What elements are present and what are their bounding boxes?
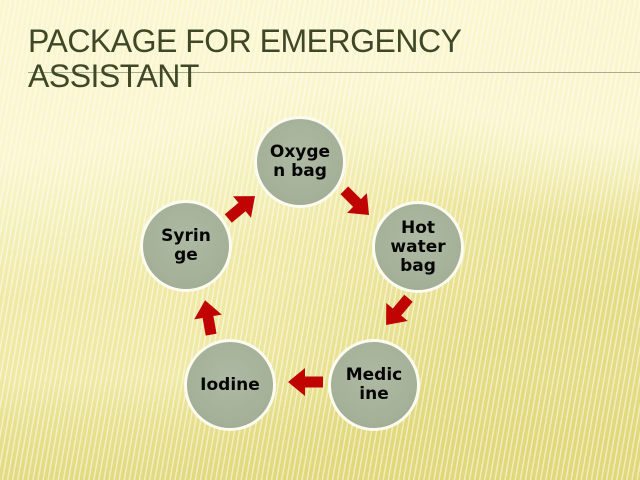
arrow-medicine-to-iodine-icon xyxy=(287,367,323,397)
arrow-syringe-to-oxygen-bag-icon xyxy=(219,184,266,230)
node-syringe: Syrin ge xyxy=(140,200,232,292)
node-iodine: Iodine xyxy=(184,339,276,431)
arrow-oxygen-bag-to-hot-water-bag-icon xyxy=(334,180,381,227)
node-oxygen-bag-label: Oxyge n bag xyxy=(270,143,330,181)
node-medicine-label: Medic ine xyxy=(346,366,403,404)
node-syringe-line1: Syrin xyxy=(161,226,211,246)
node-iodine-label: Iodine xyxy=(200,374,260,395)
node-syringe-label: Syrin ge xyxy=(161,227,211,265)
node-hot-water-bag: Hot water bag xyxy=(372,201,464,293)
node-medicine-line1: Medic xyxy=(345,365,403,385)
node-iodine-line1: Iodine xyxy=(200,374,260,395)
node-hot-water-bag-line2: water xyxy=(390,236,446,257)
title-divider-line xyxy=(28,72,640,73)
node-hot-water-bag-line1: Hot xyxy=(400,217,436,238)
arrow-iodine-to-syringe-icon xyxy=(190,297,226,338)
node-oxygen-bag-line1: Oxyge xyxy=(269,142,331,162)
node-medicine-line2: ine xyxy=(359,384,389,404)
node-oxygen-bag: Oxyge n bag xyxy=(254,116,346,208)
node-medicine: Medic ine xyxy=(328,339,420,431)
arrow-hot-water-bag-to-medicine-icon xyxy=(374,289,420,336)
node-syringe-line2: ge xyxy=(174,245,198,265)
node-hot-water-bag-label: Hot water bag xyxy=(390,217,446,276)
slide-title: PACKAGE FOR EMERGENCY ASSISTANT xyxy=(28,23,461,94)
node-hot-water-bag-line3: bag xyxy=(400,255,436,276)
node-oxygen-bag-line2: n bag xyxy=(273,161,327,181)
